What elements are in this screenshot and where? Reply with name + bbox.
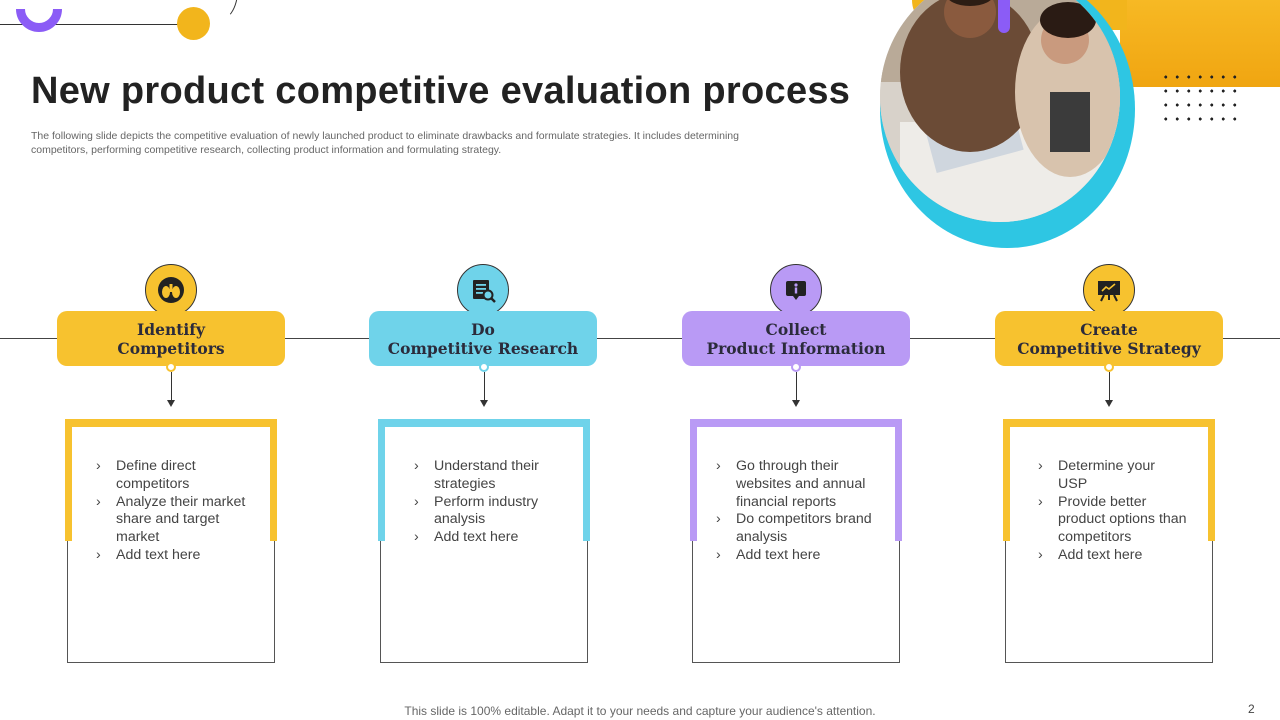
connector-dot: [791, 362, 801, 372]
arrow-line: [1109, 372, 1110, 402]
bullet-list: Determine your USP Provide better produc…: [1038, 458, 1188, 565]
step-title-line2: Competitive Strategy: [1017, 338, 1201, 358]
step-title-line2: Competitors: [117, 338, 225, 358]
step-identify-competitors: Identify Competitors: [57, 311, 285, 366]
arrow-line: [484, 372, 485, 402]
arrow-head: [167, 400, 175, 407]
bullet-list: Define direct competitors Analyze their …: [96, 458, 256, 565]
page-number: 2: [1248, 702, 1255, 716]
arrow-head: [1105, 400, 1113, 407]
list-item: Define direct competitors: [96, 458, 256, 494]
list-item: Perform industry analysis: [414, 494, 564, 530]
card-frame: [65, 419, 277, 541]
page-subtitle: The following slide depicts the competit…: [31, 130, 739, 156]
connector-dot: [1104, 362, 1114, 372]
step-do-competitive-research: Do Competitive Research: [369, 311, 597, 366]
presentation-board-icon: [1083, 264, 1135, 316]
decorative-dot-grid: [1160, 70, 1244, 130]
document-search-icon: [457, 264, 509, 316]
card-frame: [1003, 419, 1215, 541]
step-title-line1: Create: [1080, 319, 1138, 339]
list-item: Do competitors brand analysis: [716, 511, 881, 547]
page-title: New product competitive evaluation proce…: [31, 70, 851, 112]
step-title-line1: Do: [471, 319, 495, 339]
step-title-line1: Identify: [137, 319, 205, 339]
step-title-line1: Collect: [765, 319, 827, 339]
connector-dot: [479, 362, 489, 372]
list-item: Add text here: [716, 547, 881, 565]
list-item: Provide better product options than comp…: [1038, 494, 1188, 547]
step-create-competitive-strategy: Create Competitive Strategy: [995, 311, 1223, 366]
decorative-purple-bar: [998, 0, 1010, 33]
card-frame: [690, 419, 902, 541]
arrow-line: [796, 372, 797, 402]
list-item: Determine your USP: [1038, 458, 1188, 494]
list-item: Add text here: [96, 547, 256, 565]
arrow-head: [480, 400, 488, 407]
timeline-line: [0, 338, 1280, 339]
decorative-line: [0, 24, 190, 25]
list-item: Add text here: [414, 529, 564, 547]
step-title-line2: Competitive Research: [387, 338, 579, 358]
list-item: Go through their websites and annual fin…: [716, 458, 881, 511]
list-item: Analyze their market share and target ma…: [96, 494, 256, 547]
info-chat-icon: [770, 264, 822, 316]
list-item: Understand their strategies: [414, 458, 564, 494]
arrow-head: [792, 400, 800, 407]
footer-note: This slide is 100% editable. Adapt it to…: [404, 704, 876, 718]
bullet-list: Understand their strategies Perform indu…: [414, 458, 564, 547]
step-collect-product-information: Collect Product Information: [682, 311, 910, 366]
step-title-line2: Product Information: [706, 338, 886, 358]
list-item: Add text here: [1038, 547, 1188, 565]
decorative-ring: [16, 9, 62, 32]
binoculars-icon: [145, 264, 197, 316]
card-frame: [378, 419, 590, 541]
connector-dot: [166, 362, 176, 372]
bullet-list: Go through their websites and annual fin…: [716, 458, 881, 565]
arrow-line: [171, 372, 172, 402]
